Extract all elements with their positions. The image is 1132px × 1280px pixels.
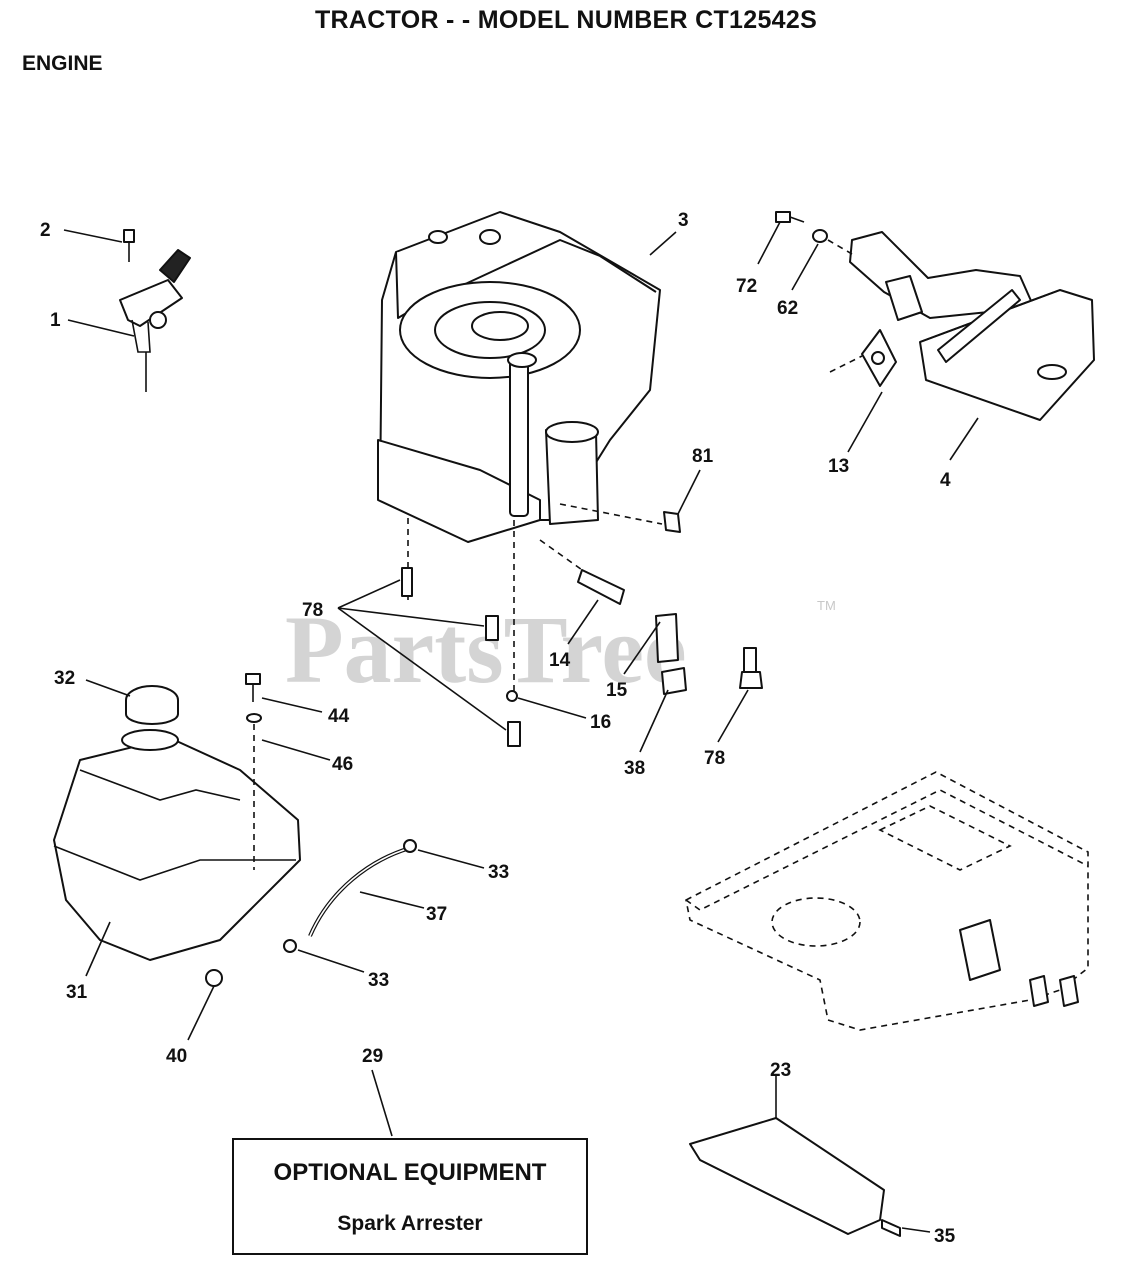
- callout-29: 29: [362, 1046, 383, 1067]
- optional-equipment-item: Spark Arrester: [337, 1212, 482, 1235]
- callout-numbers: 2 1 3 72 62 13 4 81 78 14 15 16 38 78 32…: [40, 210, 956, 1247]
- shield-part: [689, 1117, 901, 1237]
- callout-78-left: 78: [302, 600, 323, 621]
- callout-32: 32: [54, 668, 75, 689]
- muffler-part: [775, 211, 1095, 421]
- callout-23: 23: [770, 1060, 791, 1081]
- callout-31: 31: [66, 982, 88, 1003]
- fuel-line-part: [283, 839, 417, 953]
- section-title: ENGINE: [22, 52, 103, 75]
- page-title: TRACTOR - - MODEL NUMBER CT12542S: [314, 6, 818, 34]
- callout-62: 62: [777, 298, 798, 319]
- callout-14: 14: [549, 650, 571, 671]
- callout-33-upper: 33: [488, 862, 509, 883]
- callout-4: 4: [940, 470, 951, 491]
- watermark-trademark: TM: [817, 598, 836, 613]
- fuel-tank-part: [53, 673, 301, 987]
- callout-81: 81: [692, 446, 714, 467]
- callout-1: 1: [50, 310, 61, 331]
- optional-equipment-box: OPTIONAL EQUIPMENT Spark Arrester: [232, 1138, 588, 1255]
- callout-15: 15: [606, 680, 628, 701]
- optional-equipment-title: OPTIONAL EQUIPMENT: [274, 1159, 547, 1186]
- callout-78-right: 78: [704, 748, 725, 769]
- callout-40: 40: [166, 1046, 187, 1067]
- callout-72: 72: [736, 276, 757, 297]
- callout-16: 16: [590, 712, 611, 733]
- callout-38: 38: [624, 758, 645, 779]
- small-hardware-parts: [401, 511, 763, 747]
- callout-13: 13: [828, 456, 849, 477]
- callout-35: 35: [934, 1226, 956, 1247]
- leader-lines: [63, 221, 979, 1233]
- watermark-text: PartsTree: [285, 596, 687, 703]
- callout-37: 37: [426, 904, 447, 925]
- throttle-control-part: [119, 229, 191, 392]
- engine-part: [377, 211, 663, 700]
- frame-part: [685, 771, 1089, 1031]
- callout-3: 3: [678, 210, 689, 231]
- callout-33-lower: 33: [368, 970, 389, 991]
- callout-46: 46: [332, 754, 353, 775]
- callout-44: 44: [328, 706, 350, 727]
- callout-2: 2: [40, 220, 51, 241]
